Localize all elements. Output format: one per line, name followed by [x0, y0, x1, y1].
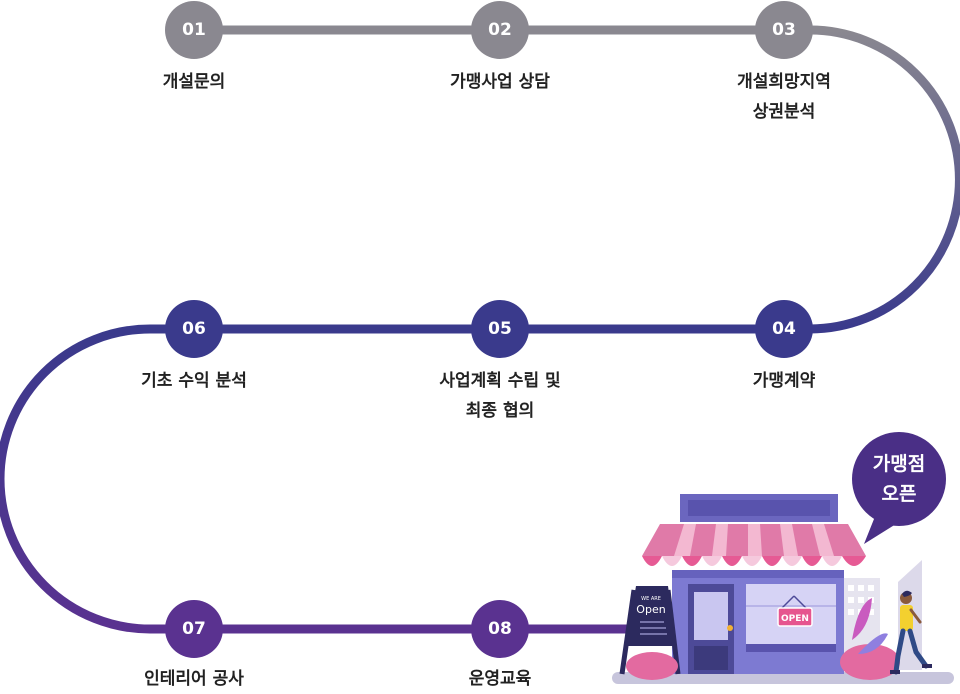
step-node-02: 02 [471, 1, 529, 59]
path-curve-right [779, 25, 960, 334]
step-number: 02 [488, 20, 512, 40]
step-node-03: 03 [755, 1, 813, 59]
step-label-04: 가맹계약 [752, 371, 816, 391]
step-label-01: 개설문의 [162, 72, 226, 92]
signboard-small-text: WE ARE [641, 596, 661, 602]
door-open-sign: OPEN [777, 595, 813, 627]
step-label-07: 인테리어 공사 [144, 669, 244, 689]
signboard-big-text: Open [636, 603, 665, 616]
store-illustration [672, 494, 844, 674]
sidewalk-signboard: WE ARE Open [619, 586, 681, 675]
step-node-05: 05 [471, 300, 529, 358]
final-step-line-1: 가맹점 [872, 453, 926, 475]
step-number: 01 [182, 20, 206, 40]
step-number: 03 [772, 20, 796, 40]
step-node-04: 04 [755, 300, 813, 358]
step-node-01: 01 [165, 1, 223, 59]
step-node-06: 06 [165, 300, 223, 358]
step-node-07: 07 [165, 600, 223, 658]
final-step-bubble: 가맹점 오픈 [852, 432, 946, 526]
door-sign-text: OPEN [781, 614, 809, 624]
step-number: 08 [488, 619, 512, 639]
step-label-08: 운영교육 [468, 669, 532, 689]
step-number: 07 [182, 619, 206, 639]
step-number: 05 [488, 319, 512, 339]
step-number: 06 [182, 319, 206, 339]
step-label-06: 기초 수익 분석 [141, 371, 247, 391]
awning [642, 524, 866, 566]
bushes [626, 598, 900, 680]
path-curve-left [0, 324, 199, 634]
step-number: 04 [772, 319, 796, 339]
step-node-08: 08 [471, 600, 529, 658]
step-label-02: 가맹사업 상담 [450, 72, 550, 92]
person-figure [890, 590, 932, 675]
final-step-line-2: 오픈 [881, 483, 917, 505]
